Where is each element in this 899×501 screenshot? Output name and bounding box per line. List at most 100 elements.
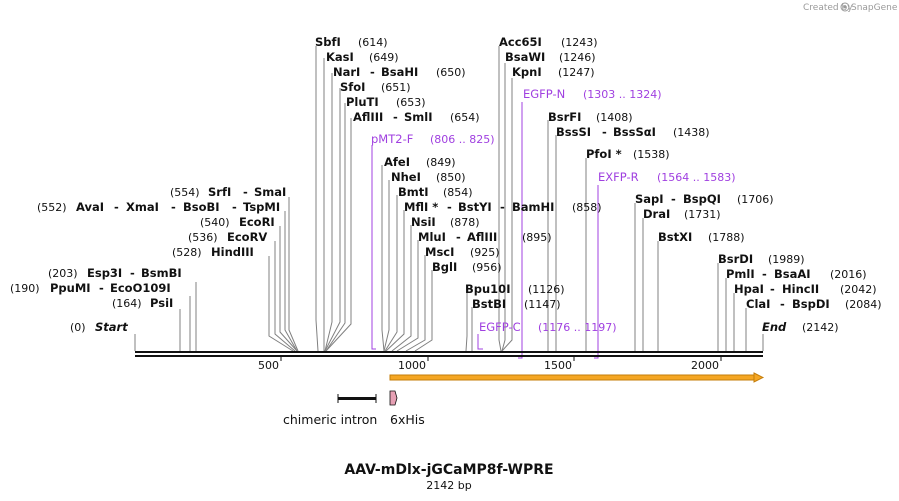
site-sfoi: SfoI (651) — [340, 80, 411, 94]
site-hpai: HpaI - HincII (2042) — [734, 282, 877, 296]
site-esp3i: (203) Esp3I - BsmBI — [48, 266, 182, 280]
site-bstbi: BstBI (1147) — [472, 297, 561, 311]
site-position: (536) — [188, 231, 218, 244]
site-bsrdi: BsrDI (1989) — [718, 252, 805, 266]
primer-range: (1176 .. 1197) — [538, 321, 617, 334]
start-label: Start — [95, 320, 128, 334]
site-srfi: (554) SrfI - SmaI — [170, 185, 286, 199]
site-position: (614) — [358, 36, 388, 49]
site-position: (649) — [369, 51, 399, 64]
primer-egfpc: EGFP-C (1176 .. 1197) — [479, 320, 617, 334]
site-position: (925) — [470, 246, 500, 259]
site-position: (895) — [522, 231, 552, 244]
site-pluti: PluTI (653) — [346, 95, 426, 109]
site-position: (653) — [396, 96, 426, 109]
svg-text:-: - — [780, 297, 785, 311]
site-kpni: KpnI (1247) — [512, 65, 595, 79]
site-hindiii: (528) HindIII — [172, 245, 254, 259]
primer-lines — [371, 102, 599, 359]
svg-text:-: - — [171, 200, 176, 214]
enzyme-name: TspMI — [243, 200, 280, 214]
enzyme-name: NarI — [333, 65, 360, 79]
svg-text:-: - — [130, 266, 135, 280]
enzyme-name: PpuMI — [50, 281, 91, 295]
svg-text:-: - — [370, 65, 375, 79]
site-position: (878) — [450, 216, 480, 229]
site-ppumi: (190) PpuMI - EcoO109I — [10, 281, 171, 295]
site-bsrfi: BsrFI (1408) — [548, 110, 633, 124]
site-position: (554) — [170, 186, 200, 199]
ruler-tick-1000: 1000 — [398, 359, 426, 372]
enzyme-name: SbfI — [315, 35, 341, 49]
enzyme-name: PluTI — [346, 95, 379, 109]
enzyme-name: AflIII — [467, 230, 497, 244]
6xhis-label: 6xHis — [390, 412, 425, 427]
site-bpu10i: Bpu10I (1126) — [465, 282, 565, 296]
site-position: (956) — [472, 261, 502, 274]
enzyme-name: AflIII — [353, 110, 383, 124]
primer-name: EGFP-N — [523, 87, 565, 101]
chimeric-intron-label: chimeric intron — [283, 412, 377, 427]
site-bstxi: BstXI (1788) — [658, 230, 745, 244]
site-nhei: NheI (850) — [391, 170, 466, 184]
ruler-tick-2000: 2000 — [691, 359, 719, 372]
site-position: (203) — [48, 267, 78, 280]
enzyme-name: BamHI — [512, 200, 554, 214]
svg-text:-: - — [99, 281, 104, 295]
snapgene-logo-icon — [840, 2, 850, 12]
enzyme-name: SmlI — [404, 110, 433, 124]
credit-text: Created by — [803, 3, 853, 13]
svg-text:-: - — [500, 200, 505, 214]
brand-text: SnapGene — [851, 3, 898, 13]
site-position: (1989) — [768, 253, 805, 266]
site-position: (540) — [200, 216, 230, 229]
site-position: (2084) — [845, 298, 882, 311]
svg-text:-: - — [770, 282, 775, 296]
primer-name: EGFP-C — [479, 320, 521, 334]
enzyme-name: SmaI — [254, 185, 286, 199]
enzyme-name: ClaI — [746, 297, 770, 311]
enzyme-name: BmtI — [398, 185, 429, 199]
ruler-tick-500: 500 — [258, 359, 279, 372]
primer-name: EXFP-R — [598, 170, 639, 184]
primer-name: pMT2-F — [371, 132, 413, 146]
6xhis-feature — [389, 390, 398, 406]
site-position: (1706) — [737, 193, 774, 206]
enzyme-name: HpaI — [734, 282, 764, 296]
site-position: (2042) — [840, 283, 877, 296]
site-psii: (164) PsiI — [112, 296, 173, 310]
sequence-backbone — [135, 351, 763, 357]
enzyme-name: Acc65I — [499, 35, 542, 49]
site-position: (1731) — [684, 208, 721, 221]
enzyme-name: NheI — [391, 170, 421, 184]
site-clai: ClaI - BspDI (2084) — [746, 297, 882, 311]
site-position: (1147) — [524, 298, 561, 311]
enzyme-name: MluI — [418, 230, 446, 244]
primer-range: (1564 .. 1583) — [657, 171, 736, 184]
enzyme-name: NsiI — [411, 215, 436, 229]
site-position: (1243) — [561, 36, 598, 49]
svg-text:-: - — [114, 200, 119, 214]
enzyme-name: KasI — [326, 50, 354, 64]
enzyme-name: BsoBI — [183, 200, 220, 214]
site-pfoi: PfoI * (1538) — [586, 147, 670, 161]
enzyme-name: BssSαI — [613, 125, 656, 139]
site-mlui-afliii: MluI - AflIII (895) — [418, 230, 552, 244]
svg-text:-: - — [393, 110, 398, 124]
enzyme-name: AfeI — [384, 155, 410, 169]
enzyme-name: BsaHI — [381, 65, 418, 79]
site-position: (2016) — [830, 268, 867, 281]
site-position: (650) — [436, 66, 466, 79]
primer-exfpr: EXFP-R (1564 .. 1583) — [598, 170, 736, 184]
primer-line-egfpn — [518, 102, 523, 359]
site-leader-lines — [134, 46, 764, 352]
site-position: (1408) — [596, 111, 633, 124]
enzyme-name: BspDI — [792, 297, 830, 311]
site-avai: (552) AvaI - XmaI - BsoBI - TspMI — [37, 200, 280, 214]
chimeric-intron-feature — [337, 394, 377, 403]
svg-text:-: - — [671, 192, 676, 206]
site-position: (1247) — [558, 66, 595, 79]
primer-line-exfpr — [594, 185, 599, 359]
site-position: (164) — [112, 297, 142, 310]
